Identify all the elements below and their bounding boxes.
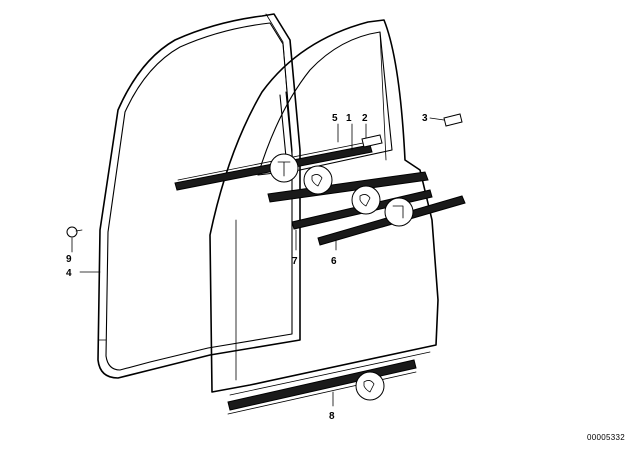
clip-part-3: [443, 113, 463, 127]
door-seal-gasket: [97, 13, 301, 379]
screw-part-9: [66, 226, 83, 238]
callout-5: 5: [332, 113, 338, 124]
image-code: 00005332: [587, 433, 625, 442]
callout-9: 9: [66, 254, 72, 265]
callout-1: 1: [346, 113, 352, 124]
door-moulding-strip-upper: [267, 171, 429, 203]
callout-6: 6: [331, 256, 337, 267]
callout-4: 4: [66, 268, 72, 279]
clip-detail-5: [355, 371, 385, 401]
clip-detail-3: [351, 185, 381, 215]
callout-3: 3: [422, 113, 428, 124]
clip-detail-4: [384, 197, 414, 227]
door-sill-strip: [227, 359, 417, 415]
callout-2: 2: [362, 113, 368, 124]
callout-8: 8: [329, 411, 335, 422]
clip-part-2: [361, 134, 383, 148]
clip-detail-1: [269, 153, 299, 183]
clip-detail-2: [303, 165, 333, 195]
leader-lines: [71, 117, 445, 407]
callout-7: 7: [292, 256, 298, 267]
